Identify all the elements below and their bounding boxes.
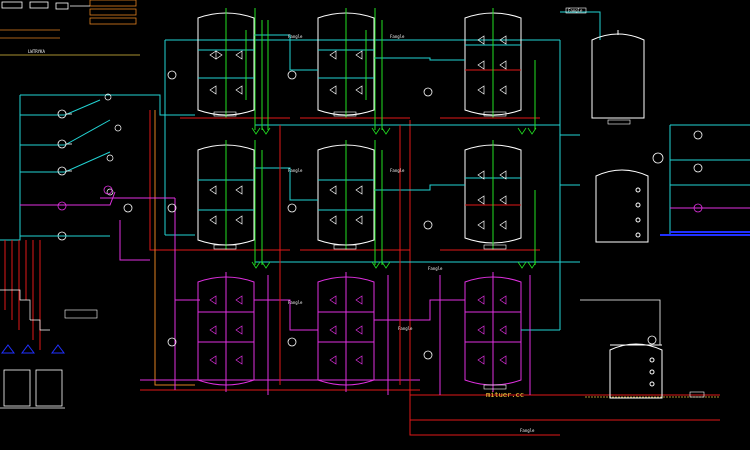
flow-indicator-icon xyxy=(167,337,177,347)
dosing-pump-icon xyxy=(1,344,15,354)
drain-markers xyxy=(251,127,537,269)
vessel xyxy=(317,272,375,392)
valve-icons-magenta xyxy=(209,295,507,365)
flow-indicator-icon xyxy=(423,87,433,97)
vessel xyxy=(197,272,255,392)
gauge-icon xyxy=(647,335,657,345)
flow-indicator-icon xyxy=(287,203,297,213)
flow-indicator-icon xyxy=(167,70,177,80)
pipe-label: Fangle xyxy=(390,34,405,39)
dosing-tank xyxy=(3,369,31,407)
dosing-pump-icon xyxy=(51,344,65,354)
pump-icon xyxy=(57,166,72,176)
flow-indicator-icon xyxy=(167,203,177,213)
vessel xyxy=(464,140,522,250)
vessel xyxy=(464,272,522,392)
instrument-icons xyxy=(103,70,433,360)
flow-indicator-icon xyxy=(103,185,113,195)
vessel xyxy=(317,140,375,250)
gauge-icon xyxy=(104,93,112,101)
legend-label: LWTRYKA xyxy=(28,49,45,54)
pump-icon xyxy=(693,163,703,173)
trunk-lines xyxy=(100,11,750,436)
pump-icon xyxy=(57,109,72,119)
pipe-label: Fangle xyxy=(288,300,303,305)
pipe-label: Fangle xyxy=(288,34,303,39)
flow-indicator-icon xyxy=(423,220,433,230)
storage-tank xyxy=(595,169,649,243)
gauge-icon xyxy=(652,152,664,164)
right-pumps xyxy=(647,130,703,345)
pump-cluster xyxy=(0,93,140,241)
vessel xyxy=(464,8,522,118)
gauge-icon xyxy=(114,124,122,132)
pipe-label: Fangle xyxy=(398,326,413,331)
pipe-label: Fangle xyxy=(390,168,405,173)
pipe-label: Fangle xyxy=(568,8,583,13)
dosing-tank xyxy=(35,369,63,407)
flow-indicator-icon xyxy=(423,350,433,360)
pipe-label: Fangle xyxy=(288,168,303,173)
feed-lines xyxy=(0,240,98,409)
title-block: LWTRYKA xyxy=(0,0,140,56)
pump-icon xyxy=(57,201,67,211)
gauge-icon xyxy=(106,188,114,196)
pipe-label: Fangle xyxy=(520,428,535,433)
vessel xyxy=(317,8,375,118)
pump-icon xyxy=(693,203,703,213)
vessel xyxy=(197,8,255,118)
flow-indicator-icon xyxy=(287,70,297,80)
pump-icon xyxy=(57,139,72,149)
vessel xyxy=(197,140,255,250)
pump-icon xyxy=(693,130,703,140)
interconnect-piping xyxy=(174,8,560,395)
product-tank xyxy=(609,343,663,399)
label-boxes xyxy=(213,7,705,398)
storage-tank xyxy=(591,30,645,119)
flow-indicator-icon xyxy=(123,203,133,213)
label-box xyxy=(64,309,98,319)
gauge-icon xyxy=(106,154,114,162)
valve-icons xyxy=(209,35,507,230)
flow-indicator-icon xyxy=(287,337,297,347)
dosing-pump-icon xyxy=(21,344,35,354)
pipe-label: Fangle xyxy=(428,266,443,271)
watermark: mituer.cc xyxy=(486,391,524,399)
